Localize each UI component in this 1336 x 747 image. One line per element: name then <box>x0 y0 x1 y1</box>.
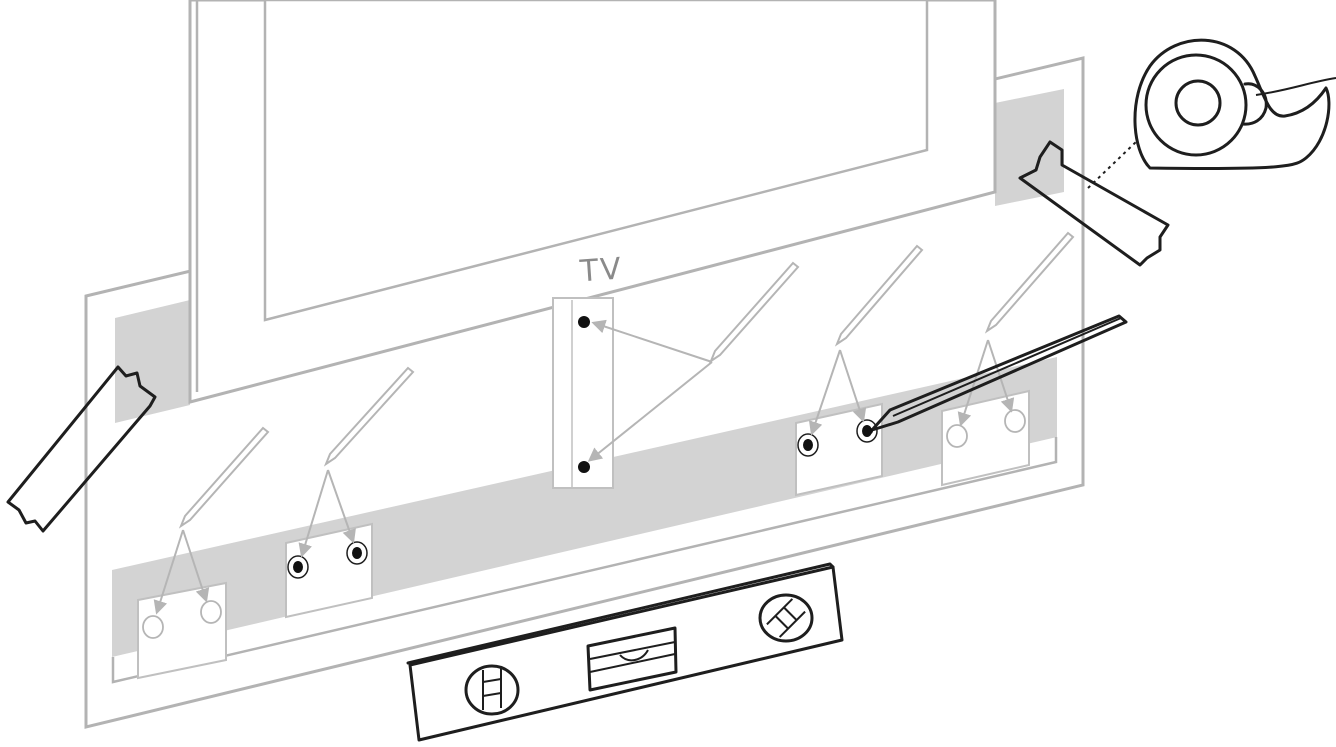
pencil-icon <box>587 261 800 462</box>
tv-outline: TV <box>188 0 997 404</box>
tv-label: TV <box>578 251 624 289</box>
marked-hole <box>578 461 590 473</box>
masking-tape-icon <box>1018 139 1170 267</box>
pencil-icon <box>298 366 415 558</box>
template-top-band-left <box>115 300 190 423</box>
pencil-icon <box>867 314 1128 434</box>
marked-hole <box>578 316 590 328</box>
pencil-icon <box>808 244 924 436</box>
tape-dispenser-icon <box>1133 38 1336 171</box>
masking-tape-icon <box>6 365 157 533</box>
pencil-icon <box>153 426 270 615</box>
spirit-level-icon <box>406 562 844 742</box>
template-top-band-right <box>995 89 1064 206</box>
